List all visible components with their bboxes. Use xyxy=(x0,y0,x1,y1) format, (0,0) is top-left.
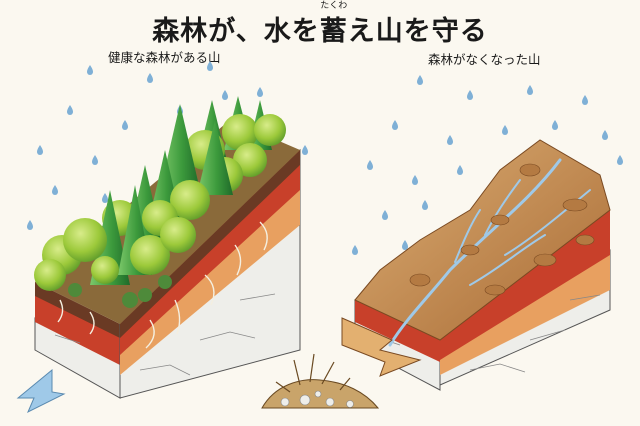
title-part2: え山を守る xyxy=(347,16,488,47)
title-part1: 森林が、水を xyxy=(152,16,320,47)
title-kanji-with-ruby: たくわ蓄 xyxy=(319,1,348,48)
title-kanji: 蓄 xyxy=(319,16,348,47)
deforested-block xyxy=(341,139,611,391)
title-ruby: たくわ xyxy=(320,1,348,11)
debris-pile xyxy=(261,353,380,409)
caption-healthy-forest: 健康な森林がある山 xyxy=(108,50,221,65)
caption-deforested: 森林がなくなった山 xyxy=(428,52,541,67)
page-title: 森林が、水をたくわ蓄え山を守る xyxy=(0,1,640,48)
forest-trees xyxy=(34,96,286,308)
